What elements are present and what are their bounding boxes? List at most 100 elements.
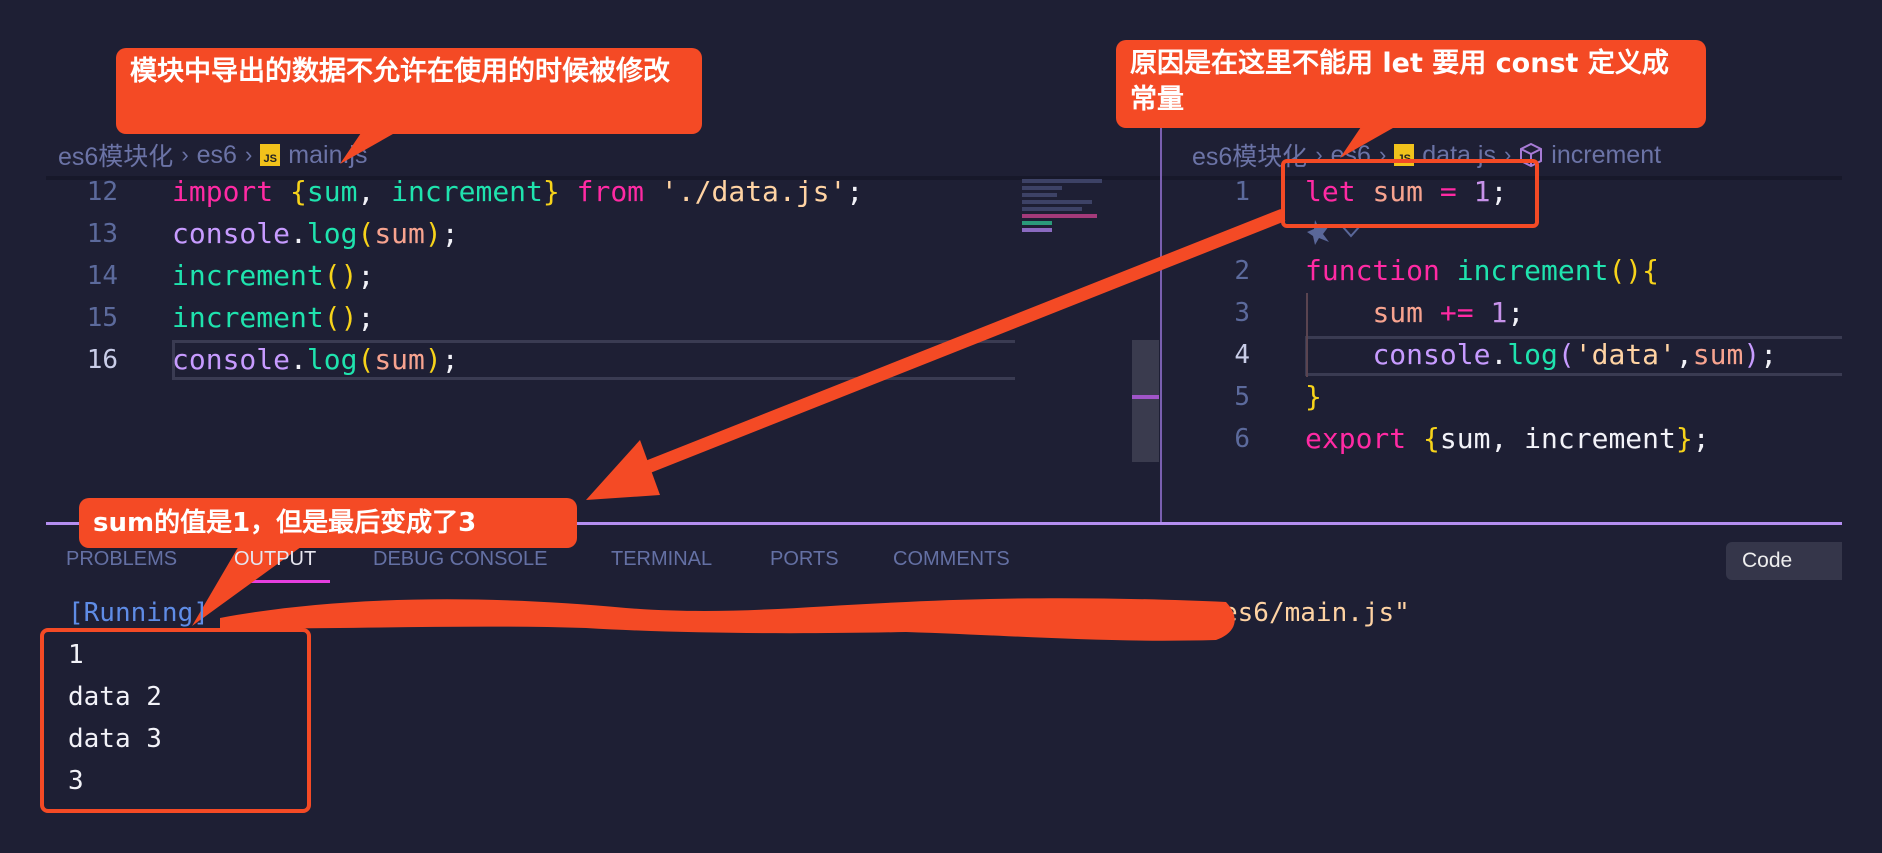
- code-token: sum, increment: [1439, 422, 1676, 455]
- code-line[interactable]: console.log(sum);: [172, 339, 459, 381]
- code-token: ;: [1692, 422, 1710, 455]
- line-number: 6: [1234, 424, 1250, 454]
- code-line[interactable]: increment();: [172, 255, 374, 297]
- code-token: log: [306, 343, 358, 376]
- callout-tail: [1340, 124, 1400, 158]
- code-token: ): [424, 343, 442, 376]
- breadcrumb-file[interactable]: data.js: [1422, 140, 1496, 169]
- line-number: 3: [1234, 298, 1250, 328]
- js-file-icon: JS: [260, 144, 281, 166]
- code-line[interactable]: export {sum, increment};: [1305, 418, 1710, 460]
- code-token: sum: [1372, 296, 1424, 329]
- code-token: .: [1490, 338, 1508, 371]
- code-token: ): [424, 217, 442, 250]
- scrollbar-marker: [1132, 395, 1159, 399]
- line-number: 2: [1234, 256, 1250, 286]
- code-token: log: [306, 217, 358, 250]
- code-token: ;: [441, 343, 459, 376]
- editor-split-divider[interactable]: [1160, 120, 1162, 523]
- code-token: ): [1743, 338, 1761, 371]
- code-line[interactable]: function increment(){: [1305, 250, 1659, 292]
- editor-shadow: [46, 176, 1160, 180]
- code-token: increment: [391, 175, 543, 208]
- code-token: from: [559, 175, 661, 208]
- indent-guide: [1306, 293, 1308, 377]
- line-number: 1: [1234, 177, 1250, 207]
- inline-chat-hint[interactable]: [1305, 218, 1361, 246]
- code-token: sum: [374, 217, 425, 250]
- output-channel-select[interactable]: Code: [1726, 542, 1842, 580]
- code-token: ;: [1760, 338, 1778, 371]
- code-line[interactable]: }: [1305, 376, 1322, 418]
- line-number: 14: [86, 261, 118, 291]
- code-token: ;: [357, 301, 375, 334]
- chevron-right-icon: ›: [1378, 142, 1387, 167]
- breadcrumb-symbol[interactable]: increment: [1551, 140, 1662, 169]
- code-token: 1: [1473, 175, 1491, 208]
- chevron-right-icon: ›: [1315, 142, 1323, 167]
- output-line: 3: [68, 766, 84, 796]
- code-line[interactable]: increment();: [172, 297, 374, 339]
- breadcrumb-folder[interactable]: es6模块化: [1192, 143, 1308, 171]
- code-line[interactable]: console.log('data',sum);: [1305, 334, 1777, 376]
- breadcrumb-subfolder[interactable]: es6: [196, 140, 237, 169]
- annotation-callout-top-right: 原因是在这里不能用 let 要用 const 定义成常量: [1116, 40, 1706, 128]
- output-line: data 3: [68, 724, 162, 754]
- chevron-right-icon: ›: [244, 142, 253, 167]
- code-token: =: [1423, 175, 1474, 208]
- annotation-callout-bottom: sum的值是1，但是最后变成了3: [79, 498, 577, 548]
- code-token: sum: [1372, 175, 1424, 208]
- code-token: 'data': [1574, 338, 1676, 371]
- code-token: console: [172, 343, 291, 376]
- code-token: (: [357, 343, 375, 376]
- tab-terminal[interactable]: TERMINAL: [611, 548, 713, 570]
- line-number: 5: [1234, 382, 1250, 412]
- current-line-highlight: [172, 340, 1015, 380]
- panel-border[interactable]: [46, 522, 1842, 525]
- code-token: (: [357, 217, 375, 250]
- right-breadcrumb: es6模块化› es6› JS data.js› increment: [1192, 137, 1661, 173]
- sparkle-icon[interactable]: [1305, 218, 1333, 246]
- output-line: 1: [68, 640, 84, 670]
- code-token: {: [1423, 422, 1440, 455]
- code-line[interactable]: import {sum, increment} from './data.js'…: [172, 171, 863, 213]
- tab-debug-console[interactable]: DEBUG CONSOLE: [373, 548, 548, 570]
- running-path-tail: es6/main.js": [1222, 598, 1410, 628]
- code-token: sum: [1692, 338, 1744, 371]
- tab-problems[interactable]: PROBLEMS: [66, 548, 178, 570]
- code-token: {: [290, 175, 307, 208]
- code-token: {: [1642, 254, 1660, 287]
- breadcrumb-folder[interactable]: es6模块化: [58, 143, 174, 171]
- running-label: [Running]: [68, 598, 209, 628]
- code-token: increment: [1456, 254, 1609, 287]
- active-tab-indicator: [234, 580, 330, 583]
- code-line[interactable]: console.log(sum);: [172, 213, 459, 255]
- highlight-box-output: [40, 628, 311, 813]
- line-number: 13: [86, 219, 118, 249]
- minimap[interactable]: [1022, 176, 1122, 242]
- code-token: .: [290, 217, 307, 250]
- line-number: 4: [1234, 340, 1250, 370]
- code-token: (): [1608, 254, 1643, 287]
- code-token: }: [542, 175, 560, 208]
- tab-output[interactable]: OUTPUT: [234, 548, 317, 570]
- code-token: import: [172, 175, 274, 208]
- tab-comments[interactable]: COMMENTS: [893, 548, 1010, 570]
- code-line[interactable]: let sum = 1;: [1305, 171, 1507, 213]
- code-token: ,: [1675, 338, 1693, 371]
- callout-tail: [340, 130, 400, 164]
- chevron-down-icon[interactable]: [1341, 225, 1361, 239]
- line-number: 15: [86, 303, 118, 333]
- tab-ports[interactable]: PORTS: [770, 548, 839, 570]
- code-token: ;: [1507, 296, 1525, 329]
- code-token: ;: [441, 217, 459, 250]
- code-line[interactable]: sum += 1;: [1305, 292, 1524, 334]
- code-token: function: [1305, 254, 1440, 287]
- code-token: sum: [374, 343, 425, 376]
- scrollbar[interactable]: [1132, 340, 1159, 462]
- chevron-right-icon: ›: [181, 142, 189, 167]
- code-token: log: [1507, 338, 1558, 371]
- code-token: .: [290, 343, 307, 376]
- code-token: (: [1557, 338, 1575, 371]
